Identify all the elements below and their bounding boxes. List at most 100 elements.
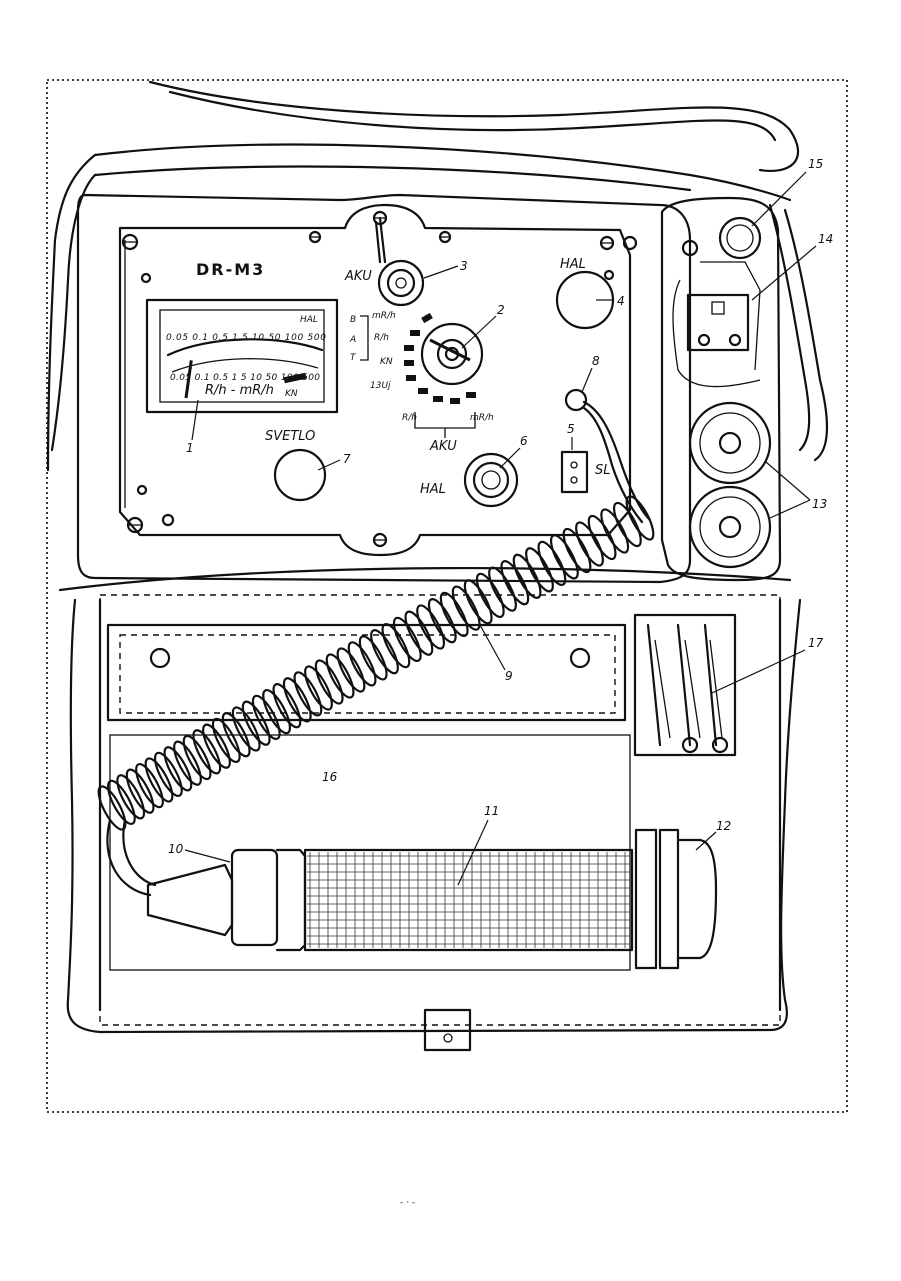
outer-frame xyxy=(46,79,848,1113)
sl-label: SL xyxy=(595,463,611,478)
coil-loop xyxy=(416,604,445,650)
mode-t-label: T xyxy=(350,353,357,363)
meter-hal-label: HAL xyxy=(300,315,318,325)
switch-mrh-bottom-label: mR/h xyxy=(470,413,494,423)
coil-loop xyxy=(314,659,344,705)
svetlo-button: SVETLO xyxy=(265,429,327,502)
meter: 0.05 0.1 0.5 1 5 10 50 100 500 0.05 0.1 … xyxy=(145,298,339,414)
coil-loop xyxy=(272,683,302,729)
coil-loop xyxy=(439,591,469,638)
probe-pockets xyxy=(633,613,737,757)
coil-loop xyxy=(293,671,323,717)
mode-a-label: A xyxy=(349,335,356,345)
switch-kn-label: KN xyxy=(380,357,393,367)
carry-strap xyxy=(46,80,828,472)
meter-unit-label: R/h - mR/h xyxy=(205,383,274,398)
meter-kn-label: KN xyxy=(285,389,298,399)
coil-loop xyxy=(336,647,366,693)
coil-loop xyxy=(251,694,281,741)
callout-1: 1 xyxy=(186,441,194,455)
callout-10: 10 xyxy=(168,842,184,856)
coil-loop xyxy=(625,495,655,541)
sl-socket: SL xyxy=(560,450,611,494)
coil-loop xyxy=(358,635,388,681)
range-switch: mR/h R/h KN 13Uj R/h mR/h B A T AKU xyxy=(349,311,494,454)
callout-15: 15 xyxy=(808,157,823,171)
instrument-case xyxy=(58,193,792,592)
aku-top-label: AKU xyxy=(344,269,372,284)
coil-loop xyxy=(221,712,251,758)
callout-4: 4 xyxy=(617,294,625,308)
coil-loop xyxy=(550,534,579,580)
switch-13uj-label: 13Uj xyxy=(370,381,391,391)
coil-loop xyxy=(163,746,193,792)
coil-loop xyxy=(500,560,530,606)
coil-loop xyxy=(562,527,592,574)
coil-loop xyxy=(173,740,202,786)
coil-loop xyxy=(262,688,291,735)
coil-loop xyxy=(182,734,212,781)
model-label: DR-M3 xyxy=(196,260,265,279)
switch-rh-label: R/h xyxy=(374,333,389,343)
coil-loop xyxy=(135,762,164,809)
callout-2: 2 xyxy=(497,303,505,317)
coil-loop xyxy=(116,774,146,820)
scan-marks: - · - xyxy=(400,1198,415,1208)
aku-top-knob: AKU xyxy=(344,216,425,307)
coil-loop xyxy=(613,501,642,548)
coil-loop xyxy=(304,665,333,711)
callout-12: 12 xyxy=(716,819,731,833)
coil-loop xyxy=(392,616,422,663)
coil-loop xyxy=(463,579,493,625)
cable-socket xyxy=(564,388,652,524)
callout-14: 14 xyxy=(818,232,833,246)
aku-bottom-label: AKU xyxy=(429,439,457,454)
switch-rh-bottom-label: R/h xyxy=(402,413,417,423)
callout-6: 6 xyxy=(520,434,528,448)
hal-top-label: HAL xyxy=(560,257,586,272)
callout-11: 11 xyxy=(484,804,499,818)
lower-pouch xyxy=(66,594,802,1052)
mode-b-label: B xyxy=(350,315,356,325)
coil-loop xyxy=(537,540,567,587)
coil-loop xyxy=(107,779,136,826)
coil-loop xyxy=(575,521,604,567)
coil-loop xyxy=(192,729,222,775)
coil-loop xyxy=(202,723,231,769)
callout-17: 17 xyxy=(808,636,824,650)
meter-scale-top: 0.05 0.1 0.5 1 5 10 50 100 500 xyxy=(166,333,326,343)
svetlo-label: SVETLO xyxy=(265,429,315,444)
callouts: 1 2 3 4 5 6 7 8 9 10 11 12 13 14 15 16 1 xyxy=(168,157,833,886)
callout-5: 5 xyxy=(567,422,575,436)
coil-loop xyxy=(525,547,554,593)
coil-loop xyxy=(451,585,481,631)
coil-loop xyxy=(325,653,355,699)
coil-loop xyxy=(231,706,261,752)
probe xyxy=(146,828,718,970)
panel-screws xyxy=(121,210,638,548)
coil-loop xyxy=(154,751,183,798)
callout-8: 8 xyxy=(592,354,600,368)
coil-loop xyxy=(282,677,312,723)
meter-scale-bottom: 0.05 0.1 0.5 1 5 10 50 100 500 xyxy=(170,373,320,383)
coil-loop xyxy=(475,572,505,619)
callout-7: 7 xyxy=(343,452,351,466)
hal-top-cap: HAL xyxy=(555,257,615,330)
coil-loop xyxy=(427,598,457,644)
coiled-cable xyxy=(97,495,655,831)
coil-loop xyxy=(211,717,241,764)
coil-loop xyxy=(241,700,271,746)
coil-loop xyxy=(600,508,630,554)
coil-loop xyxy=(488,566,517,612)
battery-compartment xyxy=(660,196,782,582)
callout-13: 13 xyxy=(812,497,827,511)
coil-loop xyxy=(347,641,377,687)
coil-loop xyxy=(125,768,155,814)
switch-mrh-label: mR/h xyxy=(372,311,396,321)
coil-loop xyxy=(370,629,399,675)
coil-loop xyxy=(587,514,617,561)
coil-loop xyxy=(381,622,411,669)
coil-loop xyxy=(404,610,434,656)
callout-16: 16 xyxy=(322,770,338,784)
